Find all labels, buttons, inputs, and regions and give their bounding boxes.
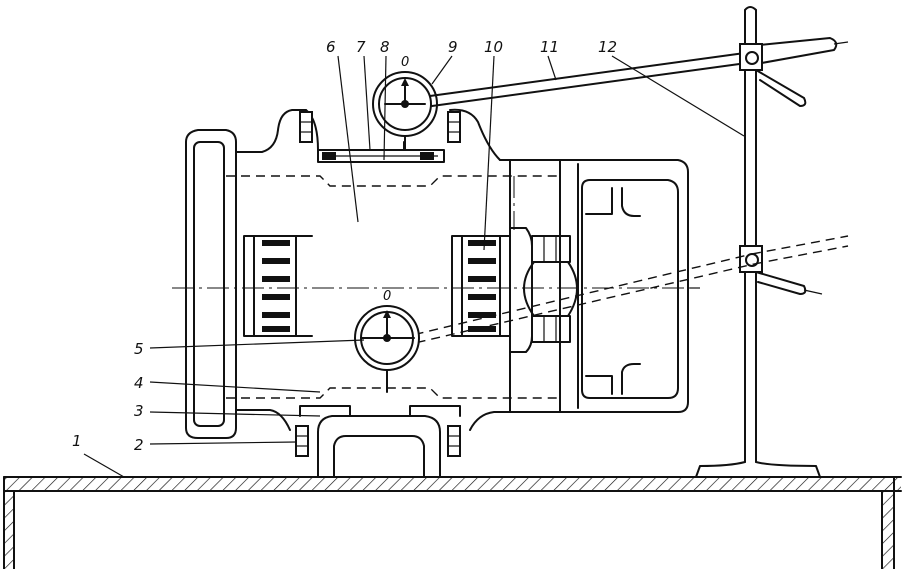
callout-8: 8 <box>380 38 390 56</box>
middle-dial-indicator: 0 <box>354 289 420 393</box>
callout-12: 12 <box>598 38 617 56</box>
callout-7: 7 <box>356 38 366 56</box>
top-dial-zero: 0 <box>401 55 409 70</box>
surface-plate <box>3 476 902 569</box>
middle-dial-zero: 0 <box>383 289 391 304</box>
callout-5: 5 <box>134 340 144 358</box>
callout-3: 3 <box>134 402 144 420</box>
leader-lines <box>83 55 745 478</box>
indicator-stand <box>399 6 849 478</box>
callout-10: 10 <box>484 38 503 56</box>
clamp-studs <box>295 425 461 457</box>
upper-prism <box>299 111 461 163</box>
callout-4: 4 <box>134 374 144 392</box>
callout-labels: 1 2 3 4 5 6 7 8 9 10 11 12 <box>72 38 617 454</box>
callout-2: 2 <box>134 436 144 454</box>
callout-1: 1 <box>72 432 82 450</box>
left-bearing <box>243 235 313 337</box>
lower-prism-support <box>299 405 461 478</box>
bore-hidden-lines <box>172 175 700 399</box>
callout-9: 9 <box>448 38 458 56</box>
gear-housing <box>185 108 689 439</box>
callout-6: 6 <box>326 38 336 56</box>
right-bearing <box>451 235 511 337</box>
top-dial-indicator: 0 <box>372 55 438 151</box>
callout-11: 11 <box>540 38 559 56</box>
upper-indicator-arm <box>429 37 849 107</box>
